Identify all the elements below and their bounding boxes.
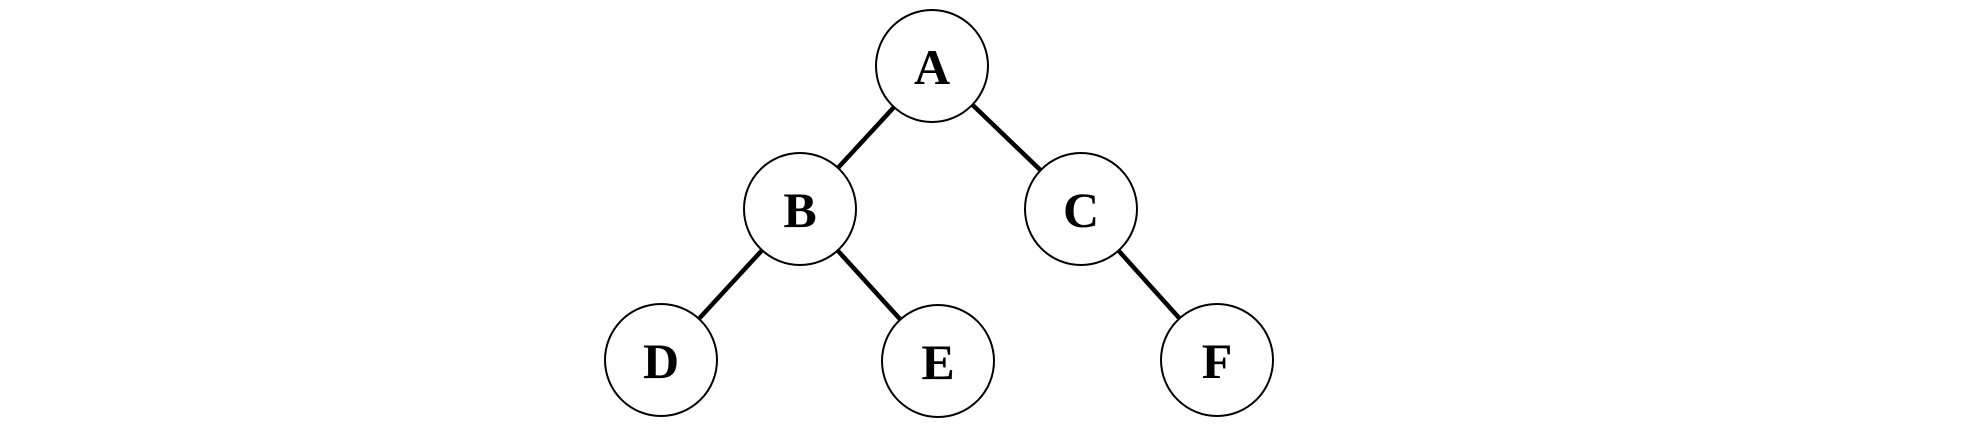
node-label-C: C	[1063, 182, 1099, 238]
tree-node-D: D	[604, 303, 718, 417]
node-circle-F	[1160, 303, 1274, 417]
tree-node-E: E	[881, 304, 995, 418]
node-label-A: A	[914, 39, 950, 95]
node-label-F: F	[1202, 333, 1233, 389]
tree-node-C: C	[1024, 152, 1138, 266]
node-circle-C	[1024, 152, 1138, 266]
tree-node-B: B	[743, 152, 857, 266]
node-label-B: B	[783, 182, 816, 238]
tree-node-A: A	[875, 9, 989, 123]
node-circle-A	[875, 9, 989, 123]
node-label-D: D	[643, 333, 679, 389]
node-circle-B	[743, 152, 857, 266]
node-circle-E	[881, 304, 995, 418]
node-label-E: E	[921, 334, 954, 390]
node-circle-D	[604, 303, 718, 417]
tree-node-F: F	[1160, 303, 1274, 417]
